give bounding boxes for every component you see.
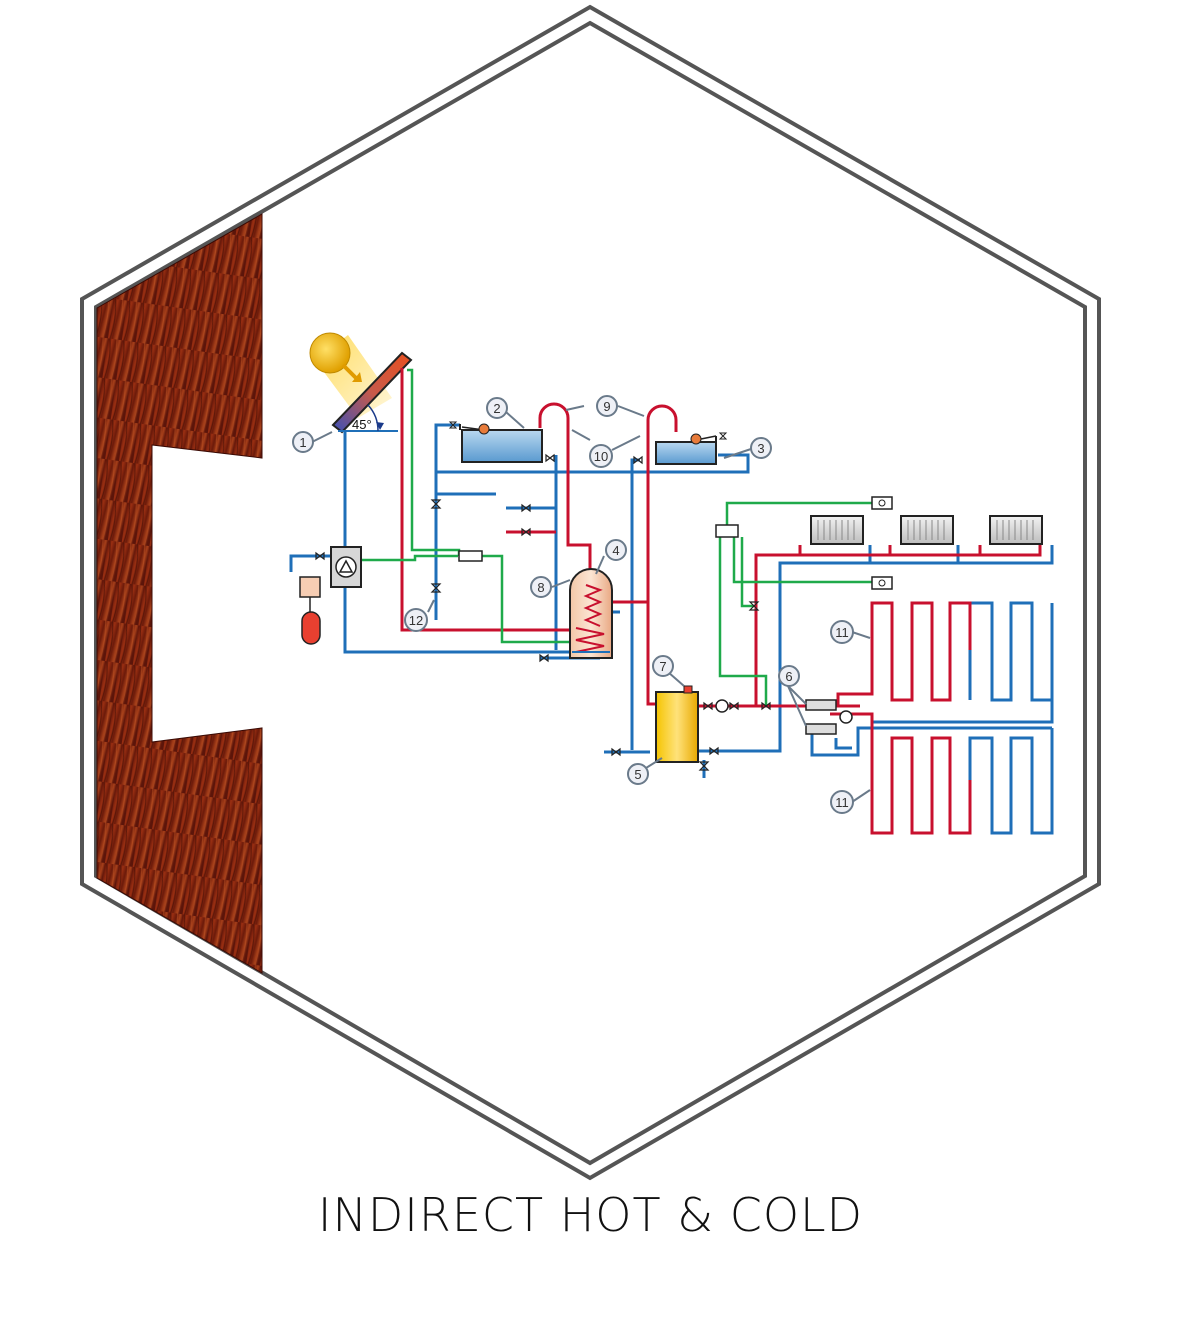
radiators	[810, 515, 1043, 545]
callout-5: 5	[627, 763, 649, 785]
callout-3: 3	[750, 437, 772, 459]
header-tank-2	[448, 421, 543, 463]
callout-7: 7	[652, 655, 674, 677]
callouts: 1 2 3 4 5 6 7 8 9 10 11 11 12	[292, 395, 854, 814]
wood-wall	[96, 213, 263, 974]
solar-collector-icon: 45°	[331, 351, 413, 434]
svg-text:3: 3	[757, 441, 764, 456]
collector-angle-label: 45°	[352, 417, 372, 432]
svg-text:7: 7	[659, 659, 666, 674]
solar-pump-station	[330, 546, 362, 588]
header-tank-3	[655, 432, 728, 465]
underfloor-manifold	[805, 699, 853, 735]
svg-text:11: 11	[835, 795, 849, 810]
svg-text:6: 6	[785, 669, 792, 684]
callout-2: 2	[486, 397, 508, 419]
boiler	[655, 685, 729, 763]
thermostat-icon	[871, 576, 893, 590]
valve-icon	[315, 453, 771, 771]
callout-10: 10	[589, 444, 613, 468]
svg-text:11: 11	[835, 625, 849, 640]
callout-4: 4	[605, 539, 627, 561]
callout-12: 12	[404, 608, 428, 632]
callout-1: 1	[292, 431, 314, 453]
callout-9: 9	[596, 395, 618, 417]
svg-text:2: 2	[493, 401, 500, 416]
diagram-caption: INDIRECT HOT & COLD	[317, 1188, 864, 1242]
thermostat-icon	[871, 496, 893, 510]
pump-icon	[839, 710, 853, 724]
solar-controller	[458, 550, 483, 562]
callout-11-lower: 11	[830, 790, 854, 814]
svg-text:12: 12	[409, 613, 423, 628]
svg-text:10: 10	[594, 449, 608, 464]
programmer-box	[715, 524, 739, 538]
callout-6: 6	[778, 665, 800, 687]
svg-text:8: 8	[537, 580, 544, 595]
hot-water-cylinder	[569, 568, 613, 659]
svg-text:4: 4	[612, 543, 619, 558]
expansion-vessel	[299, 576, 321, 645]
radiator-icon	[989, 515, 1043, 545]
svg-text:5: 5	[634, 767, 641, 782]
svg-text:1: 1	[299, 435, 306, 450]
radiator-icon	[810, 515, 864, 545]
radiator-icon	[900, 515, 954, 545]
callout-8: 8	[530, 576, 552, 598]
svg-text:9: 9	[603, 399, 610, 414]
callout-leaders	[311, 405, 871, 803]
callout-11-upper: 11	[830, 620, 854, 644]
pump-icon	[715, 699, 729, 713]
hot-pipes	[400, 368, 1042, 835]
